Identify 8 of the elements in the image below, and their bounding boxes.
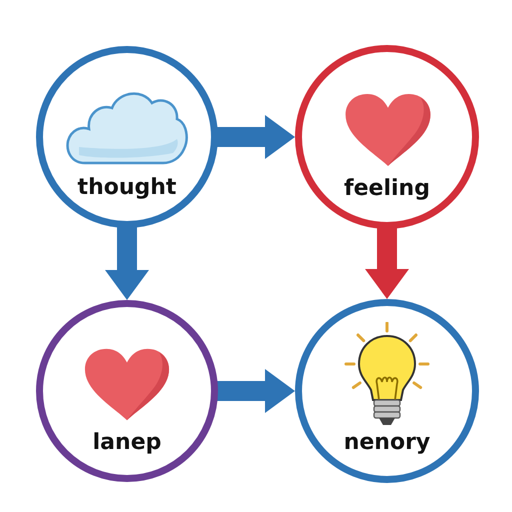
- node-label: thought: [78, 175, 176, 201]
- arrow: [215, 369, 295, 413]
- node-label: lanep: [92, 430, 162, 456]
- node-label: nenory: [344, 430, 430, 456]
- arrow: [215, 115, 295, 159]
- arrow: [105, 225, 149, 300]
- node-label: feeling: [344, 176, 430, 202]
- arrow: [365, 226, 409, 299]
